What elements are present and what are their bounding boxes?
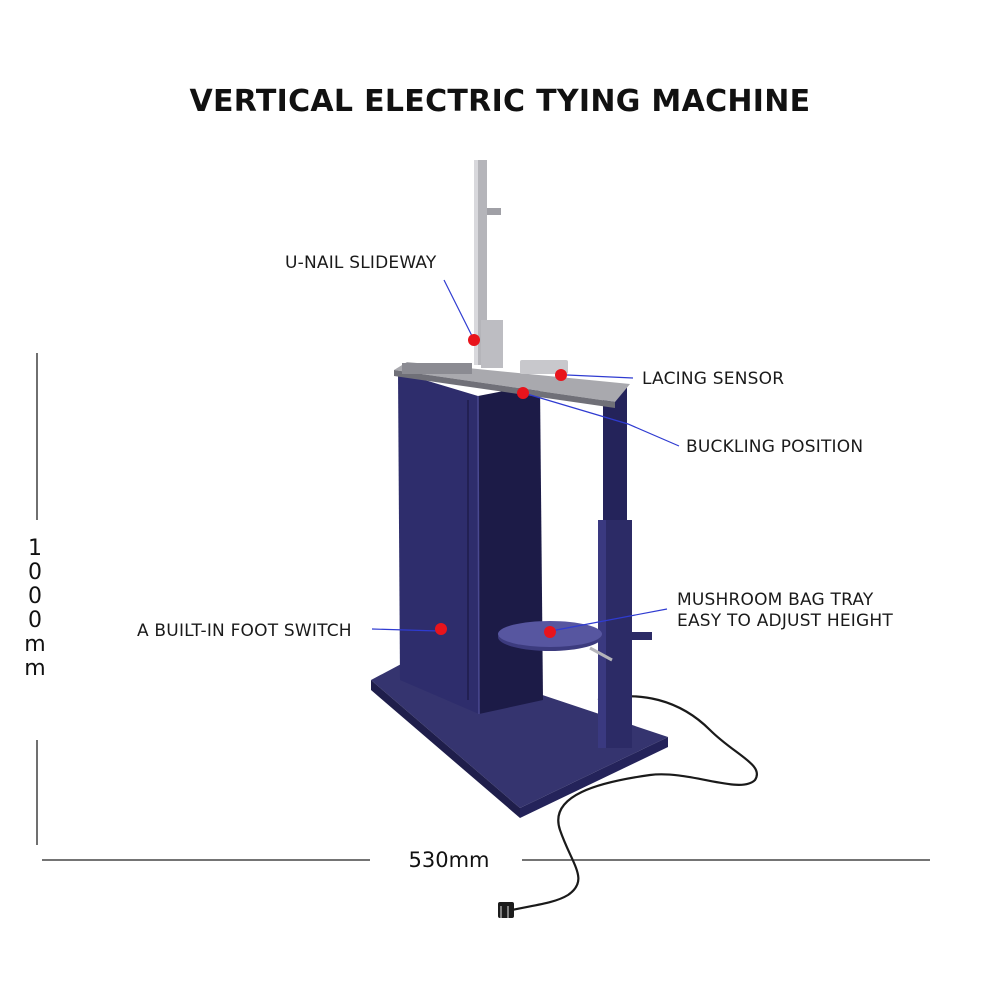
power-cord bbox=[511, 695, 758, 912]
top-plate bbox=[394, 360, 630, 408]
power-plug bbox=[498, 902, 514, 918]
label-lacing-sensor: LACING SENSOR bbox=[642, 369, 785, 389]
dimension-height-label: 1000mm bbox=[24, 536, 46, 681]
marker-slideway bbox=[468, 334, 480, 346]
leader-lacing bbox=[566, 374, 634, 379]
leader-tray bbox=[550, 608, 668, 632]
marker-lacing bbox=[555, 369, 567, 381]
main-cabinet bbox=[398, 372, 543, 715]
leader-slideway bbox=[443, 279, 475, 341]
leader-lines bbox=[371, 279, 680, 632]
label-foot-switch: A BUILT-IN FOOT SWITCH bbox=[137, 621, 352, 641]
marker-tray bbox=[544, 626, 556, 638]
label-tray-line1: MUSHROOM BAG TRAY bbox=[677, 590, 874, 610]
leader-foot-switch bbox=[371, 628, 440, 632]
label-buckling-position: BUCKLING POSITION bbox=[686, 437, 864, 457]
diagram-title: VERTICAL ELECTRIC TYING MACHINE bbox=[189, 84, 811, 119]
markers bbox=[435, 334, 567, 638]
label-tray-line2: EASY TO ADJUST HEIGHT bbox=[677, 611, 893, 631]
right-column bbox=[598, 384, 652, 748]
marker-buckling bbox=[517, 387, 529, 399]
leader-buckling bbox=[526, 393, 680, 447]
slideway-rod bbox=[474, 160, 503, 368]
marker-foot-switch bbox=[435, 623, 447, 635]
label-u-nail-slideway: U-NAIL SLIDEWAY bbox=[285, 253, 437, 273]
dimension-width-label: 530mm bbox=[408, 848, 490, 872]
